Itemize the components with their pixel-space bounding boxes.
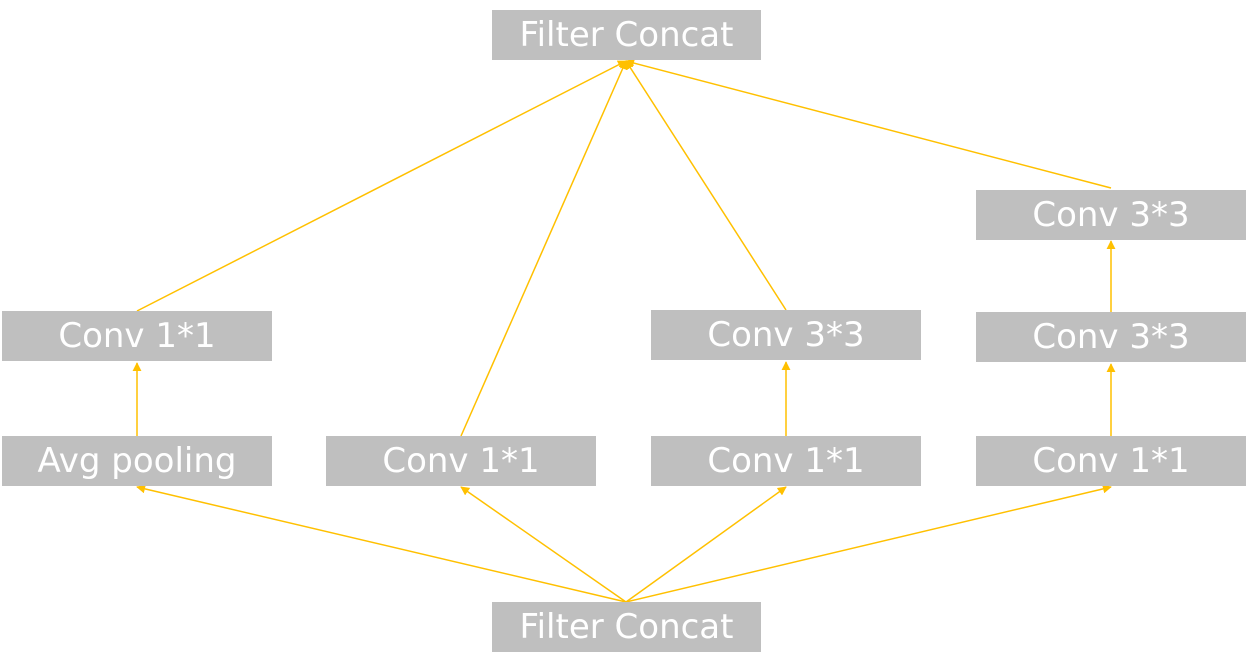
edge-branch2-to-top-concat	[460, 60, 627, 437]
branch4-conv1x1-node: Conv 1*1	[976, 436, 1246, 486]
edge-bottom-to-branch2-conv1x1	[460, 486, 627, 603]
edge-branch4-to-top-concat	[625, 58, 1112, 189]
edge-bottom-to-avg-pooling	[136, 484, 627, 603]
branch3-conv1x1-node: Conv 1*1	[651, 436, 921, 486]
branch2-conv1x1-node: Conv 1*1	[326, 436, 596, 486]
avg-pooling-node: Avg pooling	[2, 436, 272, 486]
branch1-conv1x1-node: Conv 1*1	[2, 311, 272, 361]
bottom-filter-concat-node: Filter Concat	[492, 602, 761, 652]
top-filter-concat-node: Filter Concat	[492, 10, 761, 60]
edge-bottom-to-branch3-conv1x1	[625, 486, 787, 603]
edge-bottom-to-branch4-conv1x1	[625, 484, 1112, 603]
branch4-conv3x3-a-node: Conv 3*3	[976, 312, 1246, 362]
branch4-conv3x3-b-node: Conv 3*3	[976, 190, 1246, 240]
edge-branch3-to-top-concat	[625, 60, 787, 311]
branch3-conv3x3-node: Conv 3*3	[651, 310, 921, 360]
edge-branch1-to-top-concat	[136, 60, 627, 312]
